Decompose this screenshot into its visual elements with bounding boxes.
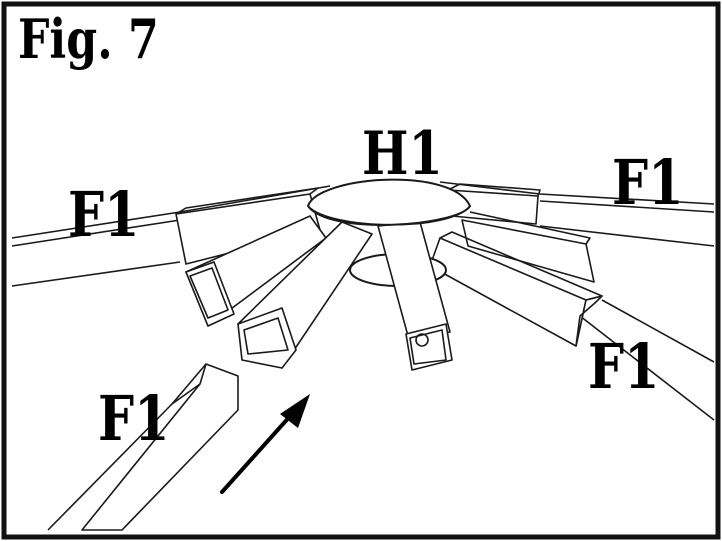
hub-socket-center-right bbox=[377, 221, 453, 371]
frame-label-upper-right: F1 bbox=[612, 146, 684, 219]
hub-dome bbox=[306, 178, 472, 226]
frame-label-incoming: F1 bbox=[98, 382, 170, 455]
frame-tube-lower-right bbox=[579, 299, 715, 421]
frame-label-upper-left: F1 bbox=[68, 178, 140, 251]
hub-socket-center-left bbox=[237, 221, 373, 369]
frame-tube-upper-right bbox=[439, 181, 715, 247]
hub-socket-lower-right bbox=[429, 231, 603, 347]
pin-hole bbox=[415, 333, 429, 347]
hub-socket-right bbox=[447, 183, 541, 225]
figure-title: Fig. 7 bbox=[18, 7, 159, 71]
hub-label: H1 bbox=[362, 119, 443, 189]
frame-tube-incoming bbox=[47, 363, 239, 531]
insertion-arrow bbox=[220, 394, 310, 494]
hub-socket-angled-left bbox=[185, 215, 327, 327]
frame-label-lower-right: F1 bbox=[588, 330, 660, 403]
